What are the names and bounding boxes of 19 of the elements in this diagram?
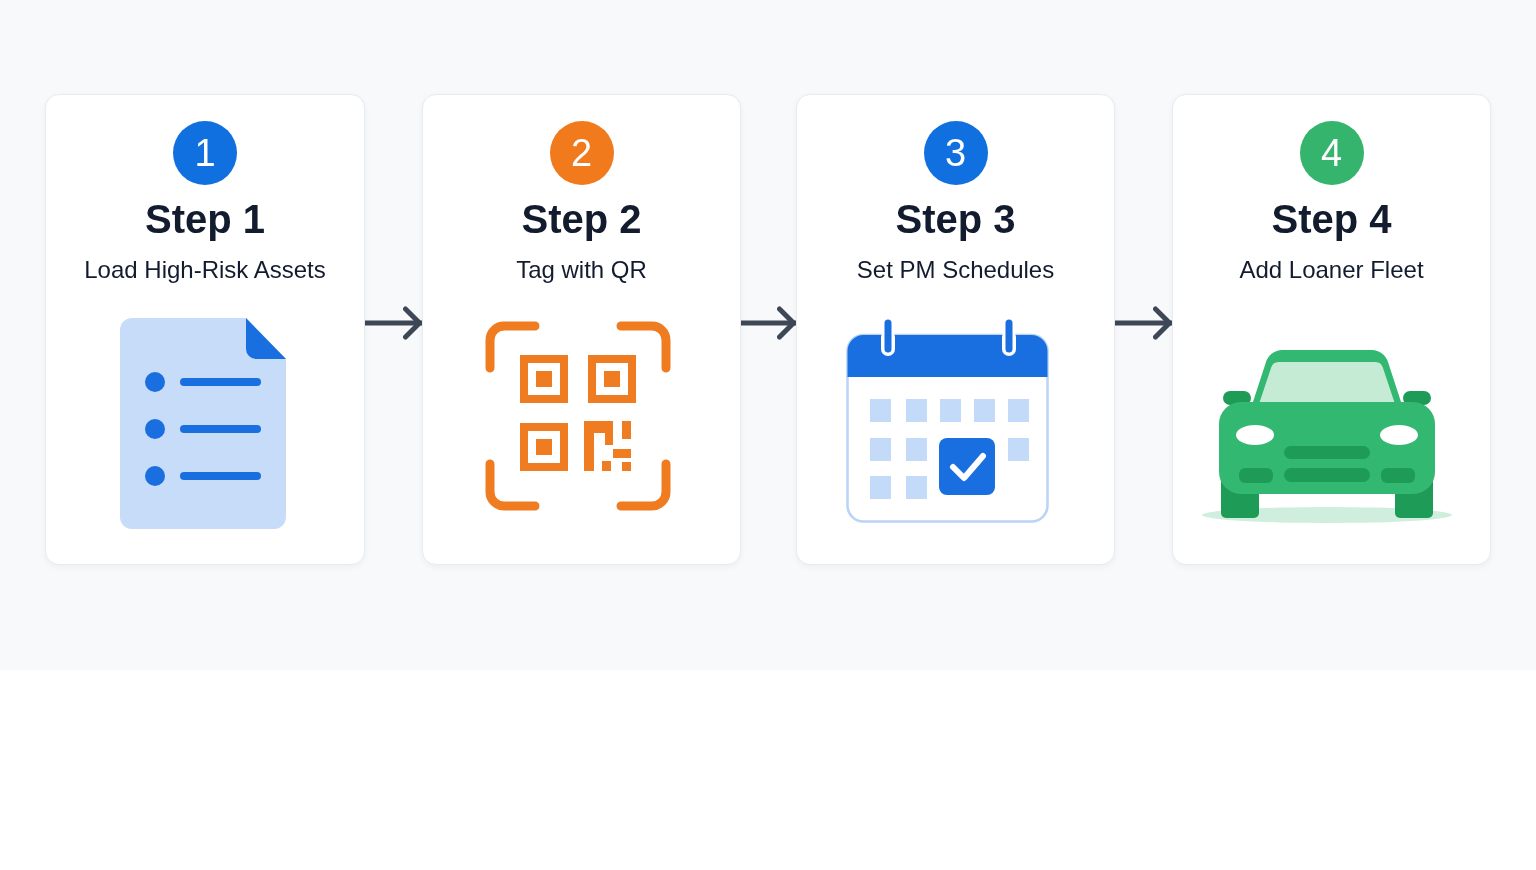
step-description: Set PM Schedules — [856, 255, 1055, 285]
step-title: Step 2 — [521, 196, 642, 243]
step-card — [1172, 94, 1491, 565]
arrow — [1115, 306, 1172, 340]
step-number: 3 — [944, 134, 967, 172]
arrow — [741, 306, 796, 340]
step-number: 4 — [1320, 134, 1343, 172]
step-card — [45, 94, 365, 565]
step-description: Tag with QR — [516, 255, 647, 285]
step-number: 1 — [194, 134, 216, 172]
step-title: Step 1 — [144, 196, 265, 243]
step-description: Add Loaner Fleet — [1239, 255, 1424, 285]
step-title: Step 4 — [1271, 196, 1392, 243]
arrow — [365, 306, 422, 340]
step-number: 2 — [570, 134, 593, 172]
step-card — [796, 94, 1115, 565]
step-description: Load High-Risk Assets — [84, 255, 326, 285]
step-title: Step 3 — [895, 196, 1016, 243]
step-card — [422, 94, 741, 565]
